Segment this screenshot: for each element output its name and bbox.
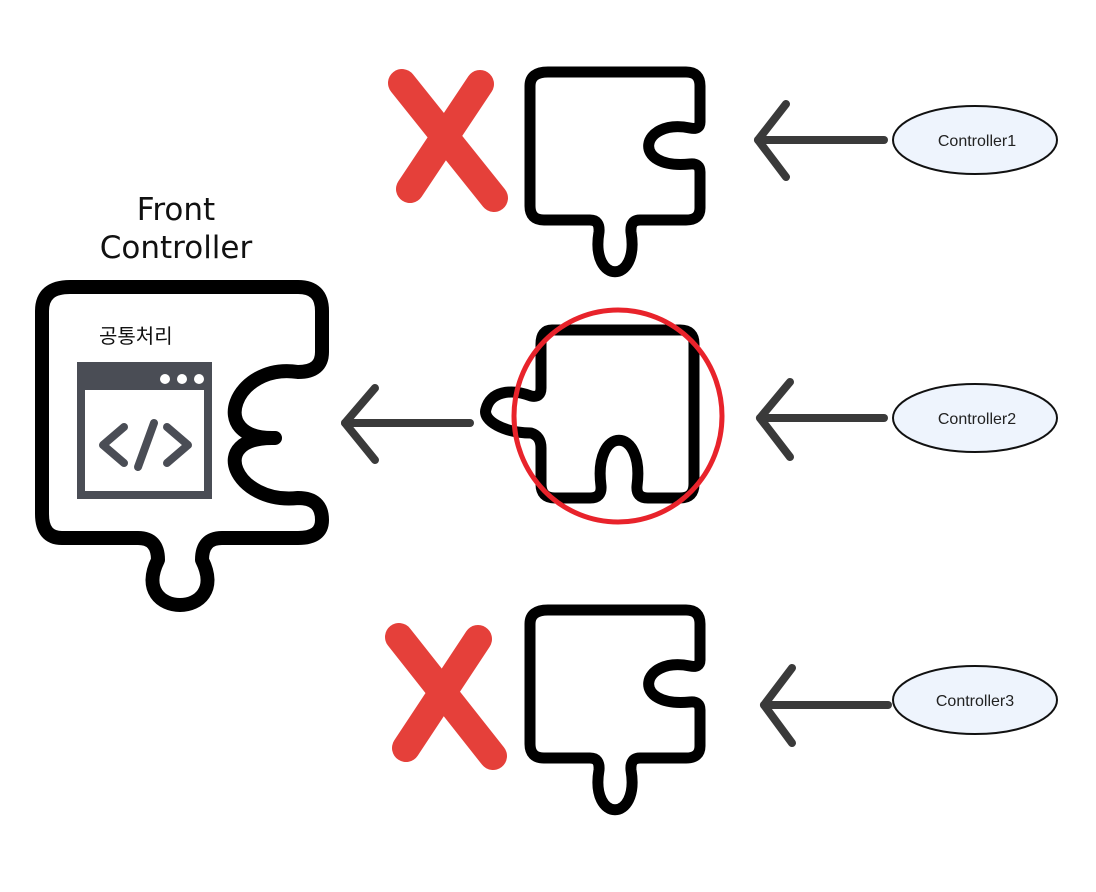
controller2-label: Controller2 bbox=[938, 411, 1016, 428]
controller3-node[interactable] bbox=[892, 665, 1058, 735]
code-window-icon bbox=[77, 362, 212, 499]
arrow-from-controller1 bbox=[754, 100, 888, 181]
controller3-row: Controller3 bbox=[385, 604, 1058, 816]
controller3-puzzle-piece bbox=[524, 604, 706, 816]
front-controller-title-line2: Controller bbox=[100, 230, 253, 266]
reject-x-icon bbox=[385, 623, 507, 770]
controller2-row: Controller2 bbox=[480, 307, 1058, 525]
controller3-label: Controller3 bbox=[936, 693, 1014, 710]
controller1-row: Controller1 bbox=[388, 66, 1058, 278]
common-processing-label: 공통처리 bbox=[99, 324, 173, 348]
controller2-node[interactable] bbox=[892, 383, 1058, 453]
controller1-puzzle-piece bbox=[524, 66, 706, 278]
arrow-from-controller2 bbox=[756, 378, 888, 461]
controller1-label: Controller1 bbox=[938, 133, 1016, 150]
controller2-puzzle-piece bbox=[480, 324, 700, 504]
controller1-node[interactable] bbox=[892, 105, 1058, 175]
arrow-from-controller3 bbox=[760, 664, 892, 747]
reject-x-icon bbox=[388, 69, 508, 212]
front-controller-puzzle-piece bbox=[35, 280, 329, 612]
selected-circle-mark bbox=[511, 307, 725, 525]
front-controller-title-line1: Front bbox=[137, 192, 215, 228]
arrow-to-front-controller bbox=[341, 384, 474, 464]
